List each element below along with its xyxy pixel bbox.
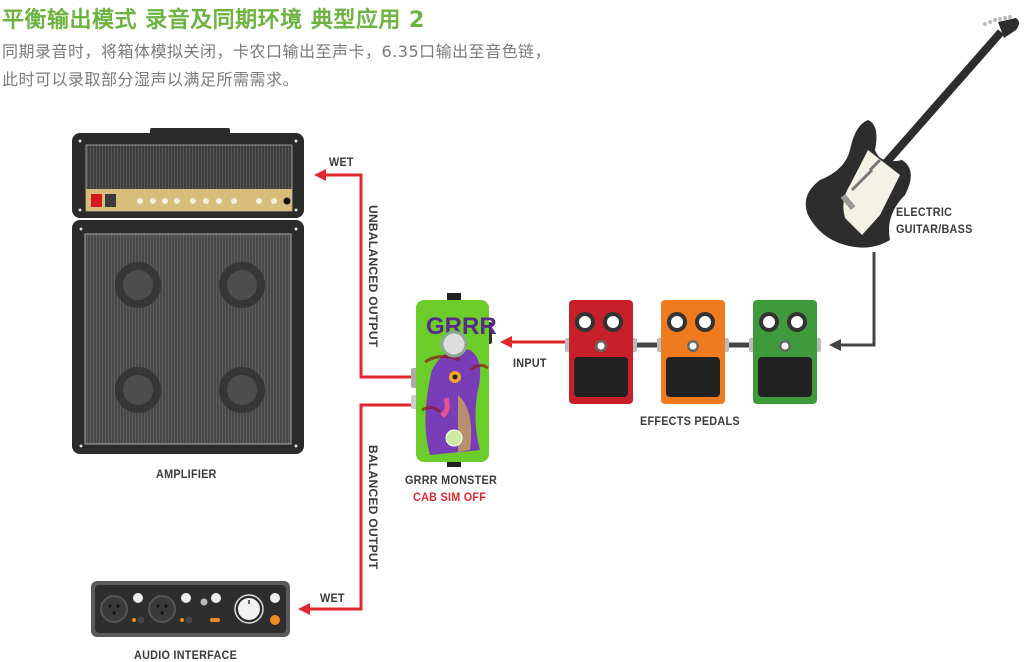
amplifier-label: AMPLIFIER (156, 467, 217, 481)
balanced-output-label: BALANCED OUTPUT (366, 445, 380, 570)
monster-pedal-label: GRRR MONSTER (405, 473, 498, 487)
wet-label-bottom: WET (320, 591, 345, 605)
balanced-output-cable (298, 403, 416, 615)
description-line-1: 同期录音时，将箱体模拟关闭，卡农口输出至声卡，6.35口输出至音色链， (2, 42, 552, 61)
description-line-2: 此时可以录取部分湿声以满足所需需求。 (2, 70, 300, 89)
amplifier-cabinet-icon (72, 220, 304, 454)
unbalanced-output-cable (314, 169, 416, 379)
guitar-label-line2: GUITAR/BASS (896, 222, 973, 236)
green-pedal-icon[interactable] (749, 300, 821, 404)
effects-pedals-label: EFFECTS PEDALS (640, 414, 740, 428)
wet-label-top: WET (329, 155, 354, 169)
amplifier-head-icon (72, 128, 304, 218)
guitar-label-line1: ELECTRIC (896, 205, 953, 219)
unbalanced-output-label: UNBALANCED OUTPUT (366, 205, 380, 348)
input-cable (500, 336, 566, 348)
red-pedal-icon[interactable] (565, 300, 637, 404)
guitar-cable (829, 252, 876, 351)
audio-interface-label: AUDIO INTERFACE (134, 648, 238, 662)
cab-sim-status: CAB SIM OFF (413, 490, 487, 504)
audio-interface-icon (91, 581, 290, 637)
electric-guitar-icon (805, 15, 1019, 248)
orange-pedal-icon[interactable] (657, 300, 729, 404)
grrr-monster-pedal-icon[interactable]: GRRR (411, 293, 497, 467)
input-label: INPUT (513, 356, 547, 370)
page-title: 平衡输出模式 录音及同期环境 典型应用 2 (2, 8, 425, 33)
